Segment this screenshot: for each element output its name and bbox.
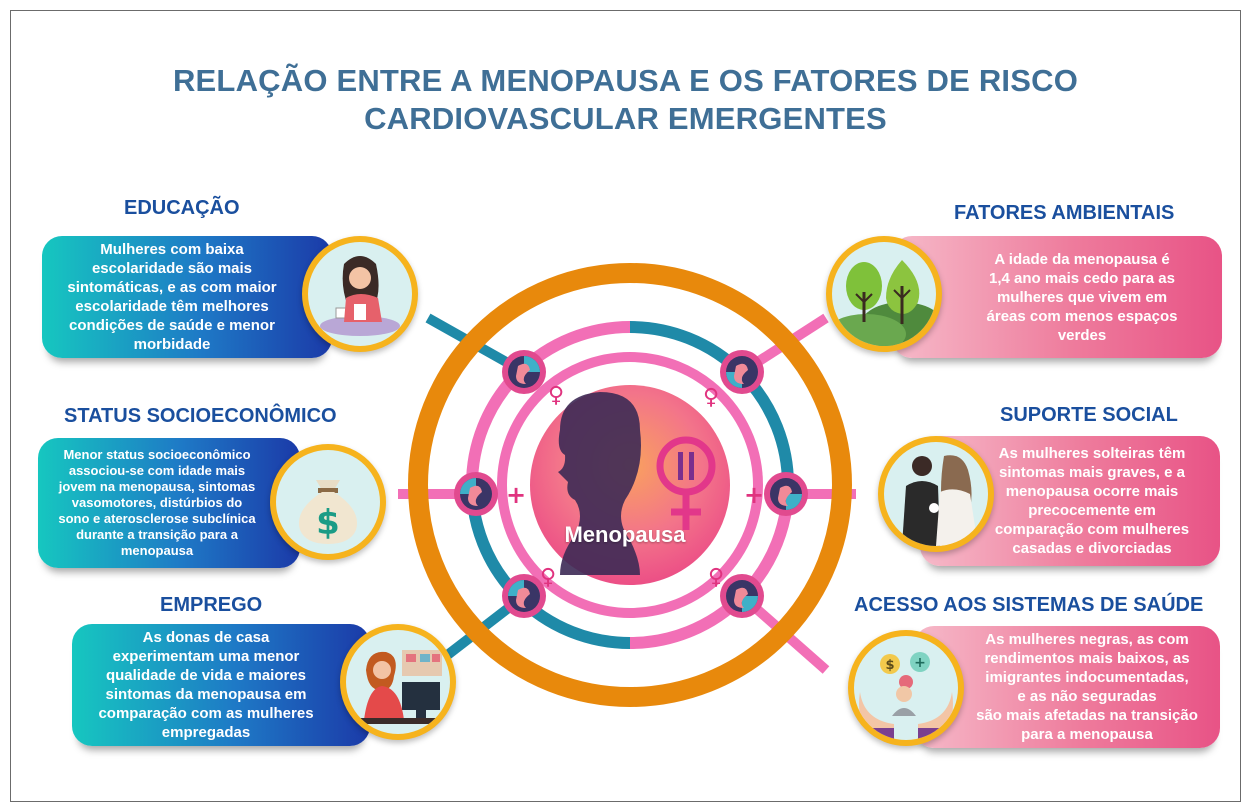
- woman-studying-icon: [302, 236, 418, 352]
- page-title-line-2: CARDIOVASCULAR EMERGENTES: [364, 101, 887, 136]
- svg-text:$: $: [316, 503, 340, 543]
- card-ambientais-text: A idade da menopausa é 1,4 ano mais cedo…: [986, 250, 1178, 344]
- woman-silhouette-icon: [558, 392, 641, 575]
- woman-at-computer-icon: [340, 624, 456, 740]
- heading-emprego: EMPREGO: [160, 594, 263, 616]
- money-bag-icon: $: [270, 444, 386, 560]
- page-title-line-1: RELAÇÃO ENTRE A MENOPAUSA E OS FATORES D…: [172, 63, 1079, 98]
- center-label: Menopausa: [564, 522, 686, 547]
- heading-suporte: SUPORTE SOCIAL: [1000, 404, 1178, 426]
- svg-text:+: +: [744, 481, 764, 509]
- hands-care-icon: $ +: [848, 630, 964, 746]
- inner-ring: [497, 352, 763, 618]
- card-acesso-text: As mulheres negras, as com rendimentos m…: [976, 631, 1198, 743]
- badge-bottom-left: ♀: [502, 565, 556, 618]
- menopause-symbol-icon: [656, 436, 716, 530]
- svg-text:♀: ♀: [708, 565, 724, 590]
- svg-text:♀: ♀: [548, 383, 564, 408]
- svg-text:♀: ♀: [540, 565, 556, 590]
- heading-educacao: EDUCAÇÃO: [124, 197, 240, 219]
- heading-acesso: ACESSO AOS SISTEMAS DE SAÚDE: [854, 594, 1204, 616]
- heading-ambientais: FATORES AMBIENTAIS: [954, 202, 1175, 224]
- svg-text:♀: ♀: [703, 385, 719, 410]
- card-emprego: As donas de casa experimentam uma menor …: [72, 624, 370, 746]
- svg-text:$: $: [885, 658, 894, 673]
- card-emprego-text: As donas de casa experimentam uma menor …: [98, 629, 314, 741]
- card-socio-text: Menor status socioeconômico associou-se …: [58, 447, 256, 558]
- card-acesso: As mulheres negras, as com rendimentos m…: [914, 626, 1220, 748]
- card-socio: Menor status socioeconômico associou-se …: [38, 438, 300, 568]
- trees-icon: [826, 236, 942, 352]
- svg-text:+: +: [914, 655, 926, 671]
- badge-bottom-right: ♀: [708, 565, 764, 618]
- badge-top-right: ♀: [703, 350, 764, 410]
- svg-text:+: +: [506, 481, 526, 509]
- outer-ring: [408, 263, 852, 707]
- card-educacao: Mulheres com baixa escolaridade são mais…: [42, 236, 332, 358]
- badge-mid-right: +: [744, 472, 808, 516]
- card-ambientais: A idade da menopausa é 1,4 ano mais cedo…: [892, 236, 1222, 358]
- card-educacao-text: Mulheres com baixa escolaridade são mais…: [67, 241, 277, 353]
- badge-mid-left: +: [454, 472, 526, 516]
- heading-socio: STATUS SOCIOECONÔMICO: [64, 405, 337, 427]
- card-suporte-text: As mulheres solteiras têm sintomas mais …: [994, 445, 1190, 557]
- badge-top-left: ♀: [502, 350, 564, 408]
- couple-icon: [878, 436, 994, 552]
